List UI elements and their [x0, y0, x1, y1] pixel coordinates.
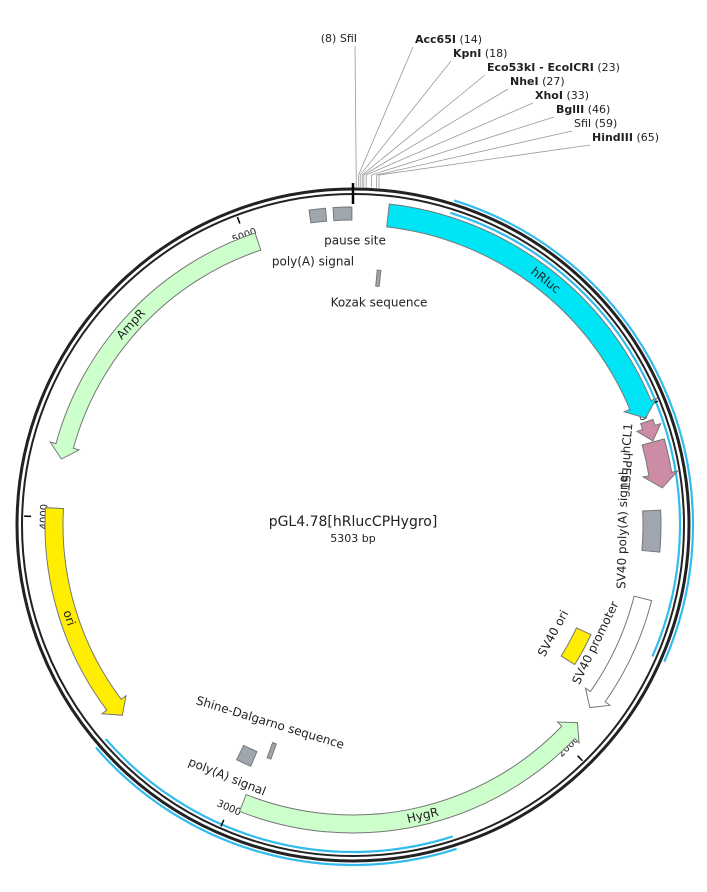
feature-sv40-polya: [641, 509, 662, 553]
feature-sv40-promoter: [584, 595, 653, 709]
feature-label-sv40-polya: SV40 poly(A) signal: [614, 472, 630, 589]
plasmid-name: pGL4.78[hRlucCPHygro]: [269, 514, 438, 530]
site-name: SfiI: [574, 117, 591, 130]
site-name: KpnI: [453, 47, 481, 60]
site-position: (14): [456, 33, 482, 46]
site-name: SfiI: [340, 32, 357, 45]
site-name: NheI: [510, 75, 539, 88]
highlight-arc: [104, 738, 454, 854]
site-label: NheI (27): [510, 75, 565, 88]
feature-sv40-ori: [560, 627, 592, 666]
site-position: (46): [584, 103, 610, 116]
highlight-arc: [449, 211, 682, 657]
feature-kozak: [375, 269, 382, 287]
site-position: (65): [633, 131, 659, 144]
site-label: HindIII (65): [592, 131, 659, 144]
site-leader: [361, 74, 486, 188]
site-position: (23): [594, 61, 620, 74]
tick-mark: [236, 216, 241, 224]
feature-label-polya2: poly(A) signal: [186, 755, 268, 799]
feature-label-kozak: Kozak sequence: [331, 296, 428, 310]
site-name: Eco53kI - EcoICRI: [487, 61, 594, 74]
site-position: (8): [321, 32, 340, 45]
site-label: Eco53kI - EcoICRI (23): [487, 61, 620, 74]
feature-ori: [44, 507, 127, 716]
feature-polya2: [235, 744, 258, 767]
site-position: (33): [563, 89, 589, 102]
plasmid-length: 5303 bp: [330, 532, 375, 545]
site-leader: [376, 130, 573, 188]
site-name: HindIII: [592, 131, 633, 144]
site-leader: [378, 144, 591, 189]
site-label: Acc65I (14): [415, 33, 482, 46]
feature-polya1: [308, 207, 328, 224]
site-leader: [365, 102, 534, 188]
site-name: Acc65I: [415, 33, 456, 46]
tick-mark: [220, 819, 225, 827]
highlight-arcs: [95, 199, 695, 867]
feature-AmpR: [49, 232, 262, 460]
site-leader: [363, 88, 509, 188]
backbone: [15, 183, 691, 863]
site-name: XhoI: [535, 89, 563, 102]
restriction-sites: (8) SfiI Acc65I (14)KpnI (18)Eco53kI - Ec…: [321, 32, 659, 189]
site-name: BglII: [556, 103, 584, 116]
feature-label-pause-site: pause site: [324, 234, 386, 248]
highlight-arc: [453, 199, 695, 663]
feature-pause-site: [332, 206, 353, 222]
feature-HygR: [238, 721, 580, 834]
site-leader: [358, 46, 414, 188]
feature-label-hCL1: hCL1: [619, 422, 636, 453]
site-label: (8) SfiI: [321, 32, 357, 45]
tick-mark: [577, 755, 584, 762]
feature-hPEST: [641, 438, 679, 489]
site-label: KpnI (18): [453, 47, 507, 60]
highlight-arc: [95, 746, 458, 867]
site-leader: [371, 116, 555, 188]
site-leader: [359, 60, 452, 188]
site-position: (27): [539, 75, 565, 88]
site-label: XhoI (33): [535, 89, 589, 102]
feature-label-hPEST: hPEST: [618, 452, 635, 491]
feature-label-polya1: poly(A) signal: [272, 255, 354, 269]
site-position: (18): [481, 47, 507, 60]
feature-hCL1: [635, 418, 662, 442]
site-label: SfiI (59): [574, 117, 617, 130]
feature-label-ori: ori: [60, 608, 78, 627]
site-label: BglII (46): [556, 103, 610, 116]
tick-label: 3000: [215, 798, 243, 818]
feature-label-shine-dalgarno: Shine-Dalgarno sequence: [194, 693, 345, 751]
site-position: (59): [591, 117, 617, 130]
site-leader: [354, 45, 357, 188]
feature-hRluc: [386, 203, 658, 419]
feature-shine-dalgarno: [266, 741, 277, 760]
